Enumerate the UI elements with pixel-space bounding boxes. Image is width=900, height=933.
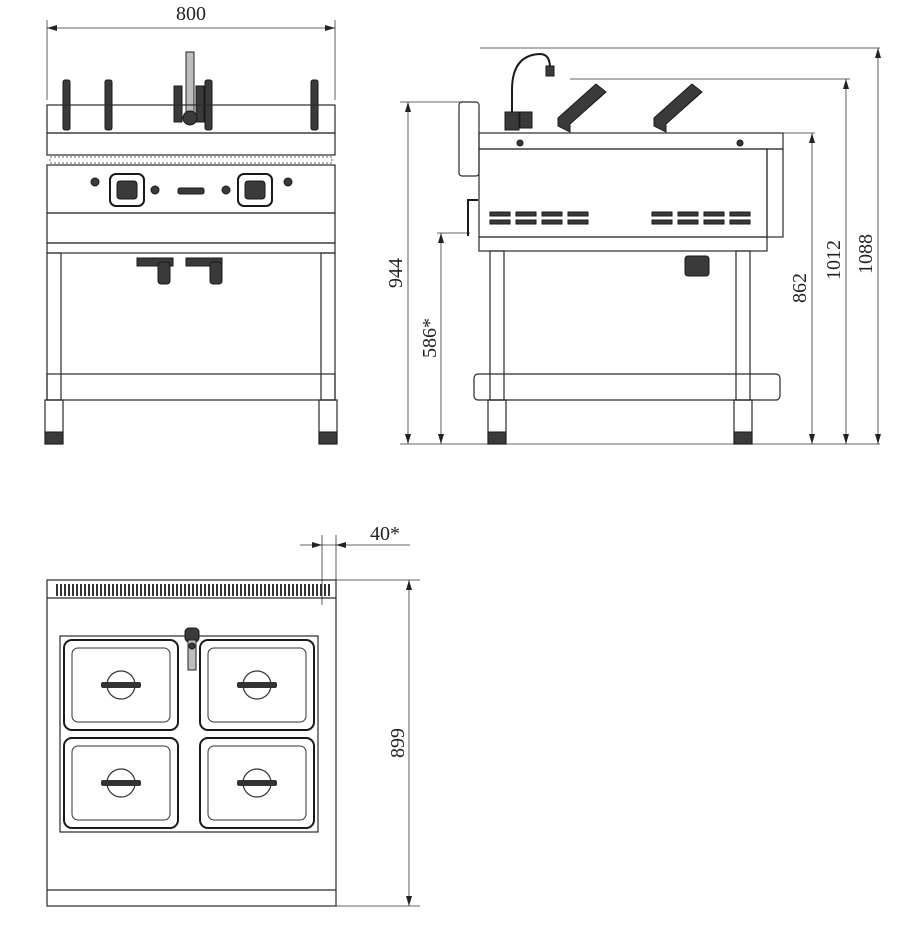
gastronorm-lid	[63, 639, 179, 731]
gastronorm-lid-icon	[63, 639, 315, 829]
control-knob-icon	[90, 173, 293, 207]
dim-label-899: 899	[387, 728, 409, 758]
side-basket-handle-icon	[557, 83, 703, 133]
dimension-899: 899	[336, 579, 420, 907]
dim-label-862: 862	[789, 273, 811, 303]
top-grille	[56, 584, 330, 596]
top-faucet-icon	[184, 627, 200, 671]
dimension-586: 586*	[419, 233, 444, 444]
dimension-front-width: 800	[46, 3, 336, 100]
side-faucet-icon	[504, 52, 555, 131]
dim-label-586: 586*	[419, 318, 441, 358]
dimension-40: 40*	[300, 523, 410, 605]
gastronorm-lid	[199, 639, 315, 731]
dim-label-944: 944	[385, 258, 407, 288]
dim-label-1012: 1012	[823, 240, 845, 280]
drain-valve-icon	[136, 257, 223, 285]
gastronorm-lid	[63, 737, 179, 829]
dimension-1012: 1012	[823, 79, 849, 444]
dimension-1088: 1088	[855, 48, 881, 444]
top-view: 40* 899	[46, 523, 420, 907]
dim-label-40: 40*	[370, 523, 400, 545]
faucet-icon	[173, 51, 205, 126]
dim-label-1088: 1088	[855, 234, 877, 274]
dimension-862: 862	[789, 133, 815, 444]
side-view: 944 586* 862 1012 1088	[385, 47, 881, 445]
dimension-944: 944	[385, 102, 411, 444]
vent-slots	[489, 211, 751, 225]
gastronorm-lid	[199, 737, 315, 829]
dim-label-800: 800	[176, 3, 206, 25]
front-view: 800	[44, 3, 338, 445]
